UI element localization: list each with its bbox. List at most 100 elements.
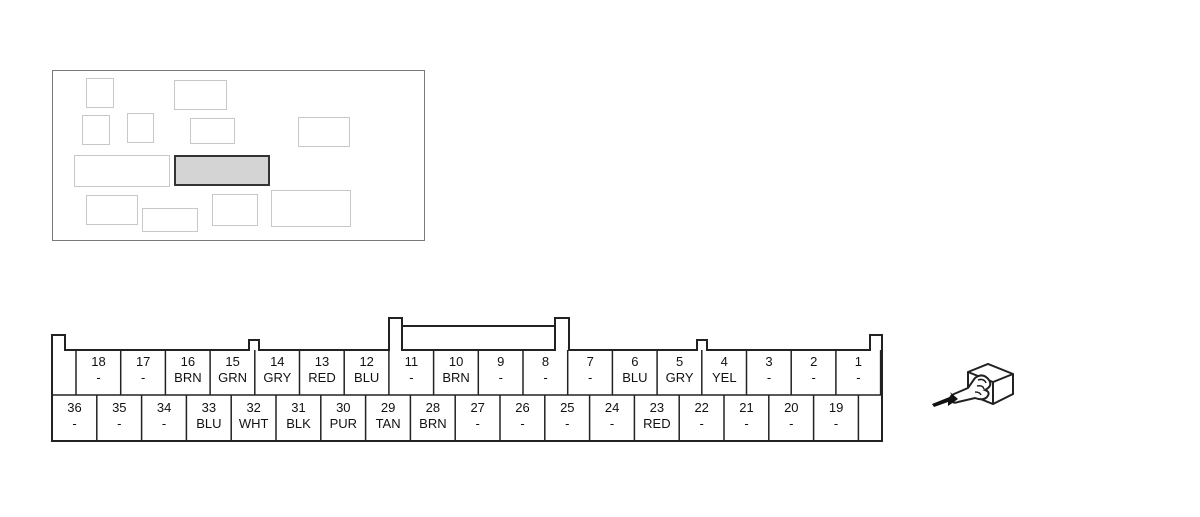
pin-number: 28: [425, 400, 441, 415]
wire-color: RED: [643, 416, 671, 431]
wire-color: BLU: [354, 370, 380, 385]
wire-color: BRN: [419, 416, 447, 431]
locator-slot: [86, 78, 114, 108]
pin-number: 9: [497, 354, 505, 369]
hand-pointing-connector-icon: [932, 362, 1014, 407]
pin-number: 3: [765, 354, 773, 369]
pin-number: 8: [541, 354, 550, 369]
pin-number: 4: [720, 354, 728, 369]
wire-color: TAN: [375, 416, 401, 431]
pin-number: 13: [314, 354, 330, 369]
pin-cell: 22-: [680, 397, 724, 441]
pin-number: 33: [201, 400, 217, 415]
locator-slot: [212, 194, 258, 226]
wire-color: -: [96, 370, 101, 385]
pin-number: 17: [135, 354, 151, 369]
wire-color: -: [744, 416, 749, 431]
pin-number: 12: [359, 354, 374, 369]
pin-number: 36: [67, 400, 82, 415]
pin-cell: 25-: [545, 397, 589, 441]
wire-color: WHT: [238, 416, 269, 431]
wire-color: BLU: [196, 416, 222, 431]
pin-number: 15: [225, 354, 240, 369]
pin-number: 5: [675, 354, 684, 369]
pin-cell: 3-: [747, 351, 791, 395]
wire-color: GRN: [218, 370, 248, 385]
wire-color: -: [856, 370, 861, 385]
pin-number: 21: [739, 400, 754, 415]
wire-color: GRY: [263, 370, 292, 385]
locator-slot: [298, 117, 350, 147]
wire-color: BLU: [622, 370, 648, 385]
pin-number: 10: [448, 354, 464, 369]
pin-number: 2: [810, 354, 818, 369]
pin-cell: 24-: [590, 397, 634, 441]
pin-number: 35: [112, 400, 127, 415]
pin-cell: 8-: [524, 351, 568, 395]
pin-cell: 2-: [792, 351, 836, 395]
pin-number: 26: [515, 400, 530, 415]
locator-slot-highlighted: [174, 155, 270, 186]
pin-number: 18: [91, 354, 106, 369]
pin-number: 11: [404, 354, 419, 369]
wire-color: -: [141, 370, 146, 385]
locator-slot: [74, 155, 170, 187]
connector-locator-diagram: [52, 70, 425, 241]
pin-cell: 36-: [53, 397, 97, 441]
wire-color: BLK: [286, 416, 311, 431]
pin-cell: 20-: [769, 397, 813, 441]
pin-cell: 27-: [456, 397, 500, 441]
pin-cell: 21-: [725, 397, 769, 441]
locator-slot: [271, 190, 351, 227]
wire-color: PUR: [329, 416, 358, 431]
pin-number: 1: [854, 354, 862, 369]
wire-color: -: [588, 370, 593, 385]
wire-color: GRY: [665, 370, 694, 385]
pin-cell: 35-: [97, 397, 141, 441]
locator-slot: [142, 208, 198, 232]
wire-color: -: [543, 370, 548, 385]
pin-cell: 1-: [836, 351, 880, 395]
wire-color: RED: [308, 370, 336, 385]
pin-number: 32: [246, 400, 261, 415]
pin-number: 14: [270, 354, 285, 369]
pin-number: 19: [828, 400, 844, 415]
pin-number: 29: [380, 400, 396, 415]
pin-number: 27: [470, 400, 485, 415]
pin-number: 23: [649, 400, 665, 415]
wire-color: -: [409, 370, 414, 385]
pin-cell: 11-: [389, 351, 433, 395]
wire-color: -: [475, 416, 480, 431]
wire-color: -: [117, 416, 122, 431]
wire-color: -: [498, 370, 503, 385]
wire-color: -: [565, 416, 570, 431]
pin-cell: 7-: [568, 351, 612, 395]
pin-cell: 9-: [479, 351, 523, 395]
pin-number: 34: [156, 400, 172, 415]
locator-slot: [86, 195, 138, 225]
wire-color: -: [161, 416, 167, 431]
wire-color: -: [811, 370, 816, 385]
pin-number: 25: [560, 400, 575, 415]
wire-color: -: [609, 416, 615, 431]
wire-color: -: [833, 416, 839, 431]
wire-color: BRN: [174, 370, 202, 385]
locator-slot: [190, 118, 235, 144]
pin-cell: 17-: [121, 351, 165, 395]
pin-number: 31: [291, 400, 306, 415]
wire-color: -: [699, 416, 704, 431]
